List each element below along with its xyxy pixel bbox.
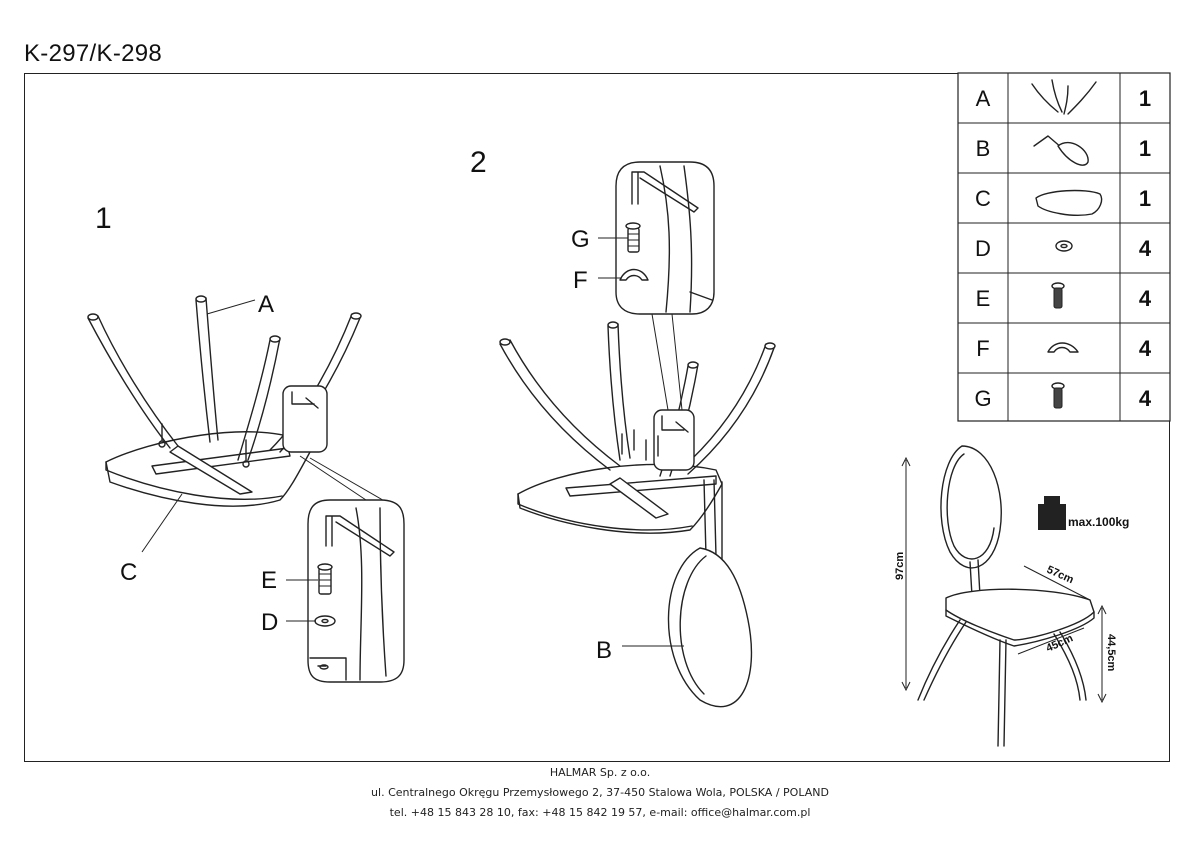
max-load-label: max.100kg: [1068, 515, 1129, 529]
dimension-width: 57cm: [1045, 564, 1076, 586]
dimension-height: 97cm: [894, 552, 906, 580]
bolt-icon: [1051, 282, 1065, 309]
footer-contact: tel. +48 15 843 28 10, fax: +48 15 842 1…: [389, 806, 811, 819]
parts-row-quantity: 1: [1139, 186, 1151, 211]
callout-a: A: [258, 291, 274, 318]
parts-row-quantity: 4: [1139, 386, 1152, 411]
seat-icon: [1035, 189, 1103, 216]
bolt-icon: [1051, 382, 1065, 409]
parts-row-letter: A: [976, 86, 991, 111]
chair-dimensions-illustration: [901, 445, 1107, 747]
parts-row-quantity: 4: [1139, 286, 1152, 311]
footer-address: ul. Centralnego Okręgu Przemysłowego 2, …: [371, 786, 829, 799]
document-title: K-297/K-298: [24, 40, 163, 67]
parts-row-letter: C: [975, 186, 991, 211]
callout-b: B: [596, 637, 612, 664]
parts-row-quantity: 4: [1139, 236, 1152, 261]
callout-f: F: [573, 267, 588, 294]
legs-frame-icon: [1031, 79, 1097, 115]
curved-washer-icon: [1047, 342, 1079, 353]
parts-row-letter: B: [976, 136, 991, 161]
step-1-seat-assembly-illustration: [87, 295, 405, 683]
callout-d: D: [261, 609, 278, 636]
footer-company: HALMAR Sp. z o.o.: [549, 766, 651, 779]
backrest-icon: [1033, 135, 1089, 166]
parts-row-letter: F: [976, 336, 989, 361]
weight-icon: [1044, 496, 1060, 504]
step-2-number: 2: [470, 146, 487, 179]
dimension-seat-height: 44,5cm: [1105, 634, 1117, 672]
washer-icon: [1055, 240, 1073, 252]
callout-c: C: [120, 559, 137, 586]
parts-row-quantity: 4: [1139, 336, 1152, 361]
callout-e: E: [261, 567, 277, 594]
parts-row-letter: G: [974, 386, 991, 411]
parts-row-quantity: 1: [1139, 136, 1151, 161]
parts-row-letter: D: [975, 236, 991, 261]
callout-g: G: [571, 226, 590, 253]
step-2-backrest-assembly-illustration: [499, 161, 776, 708]
parts-row-quantity: 1: [1139, 86, 1151, 111]
step-1-number: 1: [95, 202, 112, 235]
parts-row-letter: E: [976, 286, 991, 311]
